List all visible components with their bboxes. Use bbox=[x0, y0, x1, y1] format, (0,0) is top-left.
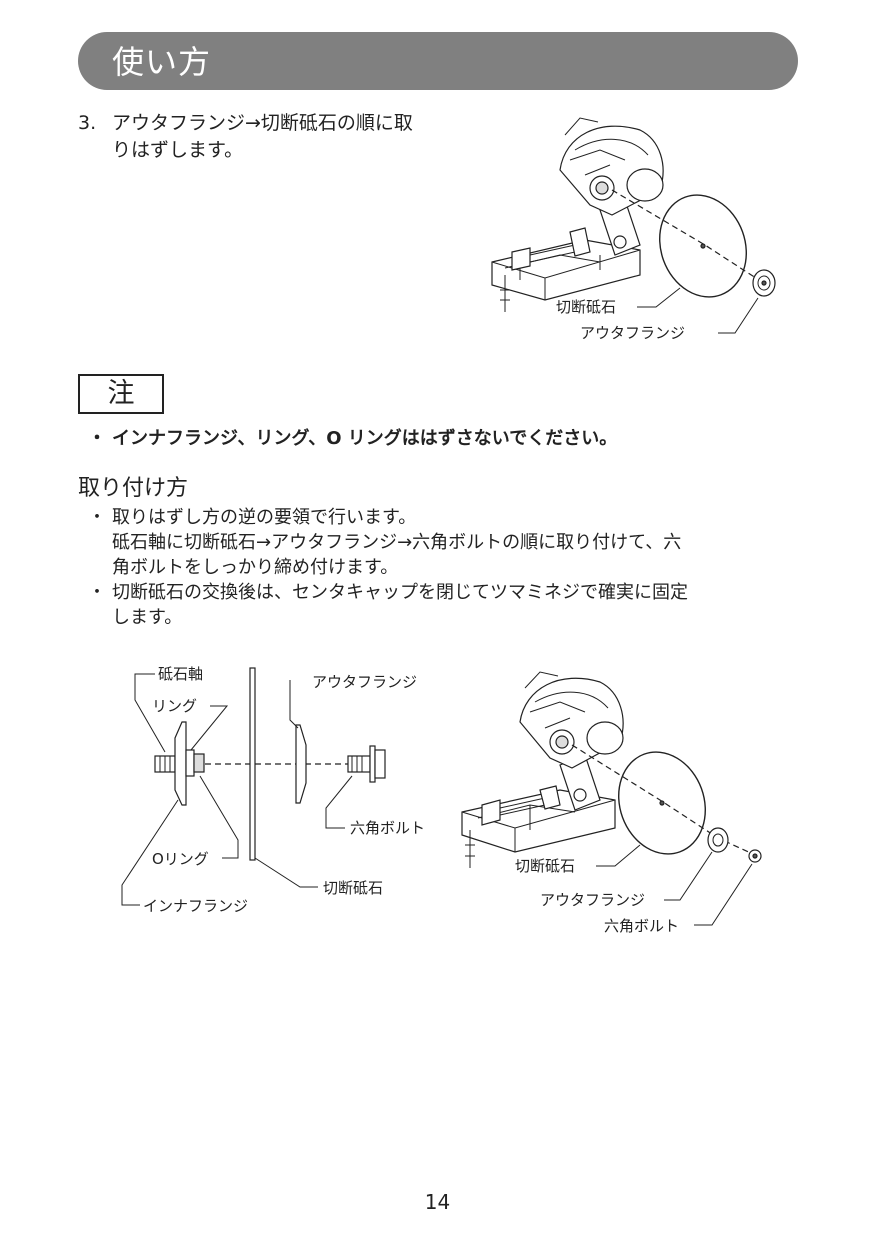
bullet-mark-1: ・ bbox=[88, 507, 106, 528]
label-outer-flange: アウタフランジ bbox=[580, 324, 686, 342]
label-outer-flange-3: アウタフランジ bbox=[540, 891, 646, 909]
label-cutting-wheel-3: 切断砥石 bbox=[515, 857, 576, 875]
install-bullet1-line3: 角ボルトをしっかり締め付けます。 bbox=[112, 557, 399, 578]
header-bar bbox=[78, 32, 798, 90]
step-number: 3. bbox=[78, 112, 97, 134]
label-hex-bolt: 六角ボルト bbox=[350, 819, 426, 837]
step-text-line1: アウタフランジ→切断砥石の順に取 bbox=[112, 112, 413, 134]
install-bullet1-line2: 砥石軸に切断砥石→アウタフランジ→六角ボルトの順に取り付けて、六 bbox=[112, 532, 682, 553]
label-spindle: 砥石軸 bbox=[158, 665, 204, 683]
step-text-line2: りはずします。 bbox=[112, 139, 244, 161]
install-bullet1-line1: 取りはずし方の逆の要領で行います。 bbox=[112, 507, 417, 528]
note-bullet: ・ bbox=[88, 428, 106, 449]
install-bullet2-line1: 切断砥石の交換後は、センタキャップを閉じてツマミネジで確実に固定 bbox=[112, 582, 688, 603]
label-o-ring: Oリング bbox=[152, 850, 209, 868]
install-bullet2-line2: します。 bbox=[112, 607, 183, 628]
page-number: 14 bbox=[424, 1190, 451, 1214]
label-outer-flange-2: アウタフランジ bbox=[312, 673, 418, 691]
label-cutting-wheel: 切断砥石 bbox=[556, 298, 617, 316]
label-hex-bolt-3: 六角ボルト bbox=[604, 917, 680, 935]
note-text: インナフランジ、リング、O リングははずさないでください。 bbox=[112, 428, 618, 449]
label-ring: リング bbox=[152, 697, 198, 715]
section-title-install: 取り付け方 bbox=[78, 476, 189, 501]
label-inner-flange: インナフランジ bbox=[143, 897, 249, 915]
bullet-mark-2: ・ bbox=[88, 582, 106, 603]
label-cutting-wheel-2: 切断砥石 bbox=[323, 879, 384, 897]
note-heading: 注 bbox=[78, 374, 164, 414]
page-title: 使い方 bbox=[112, 43, 212, 81]
